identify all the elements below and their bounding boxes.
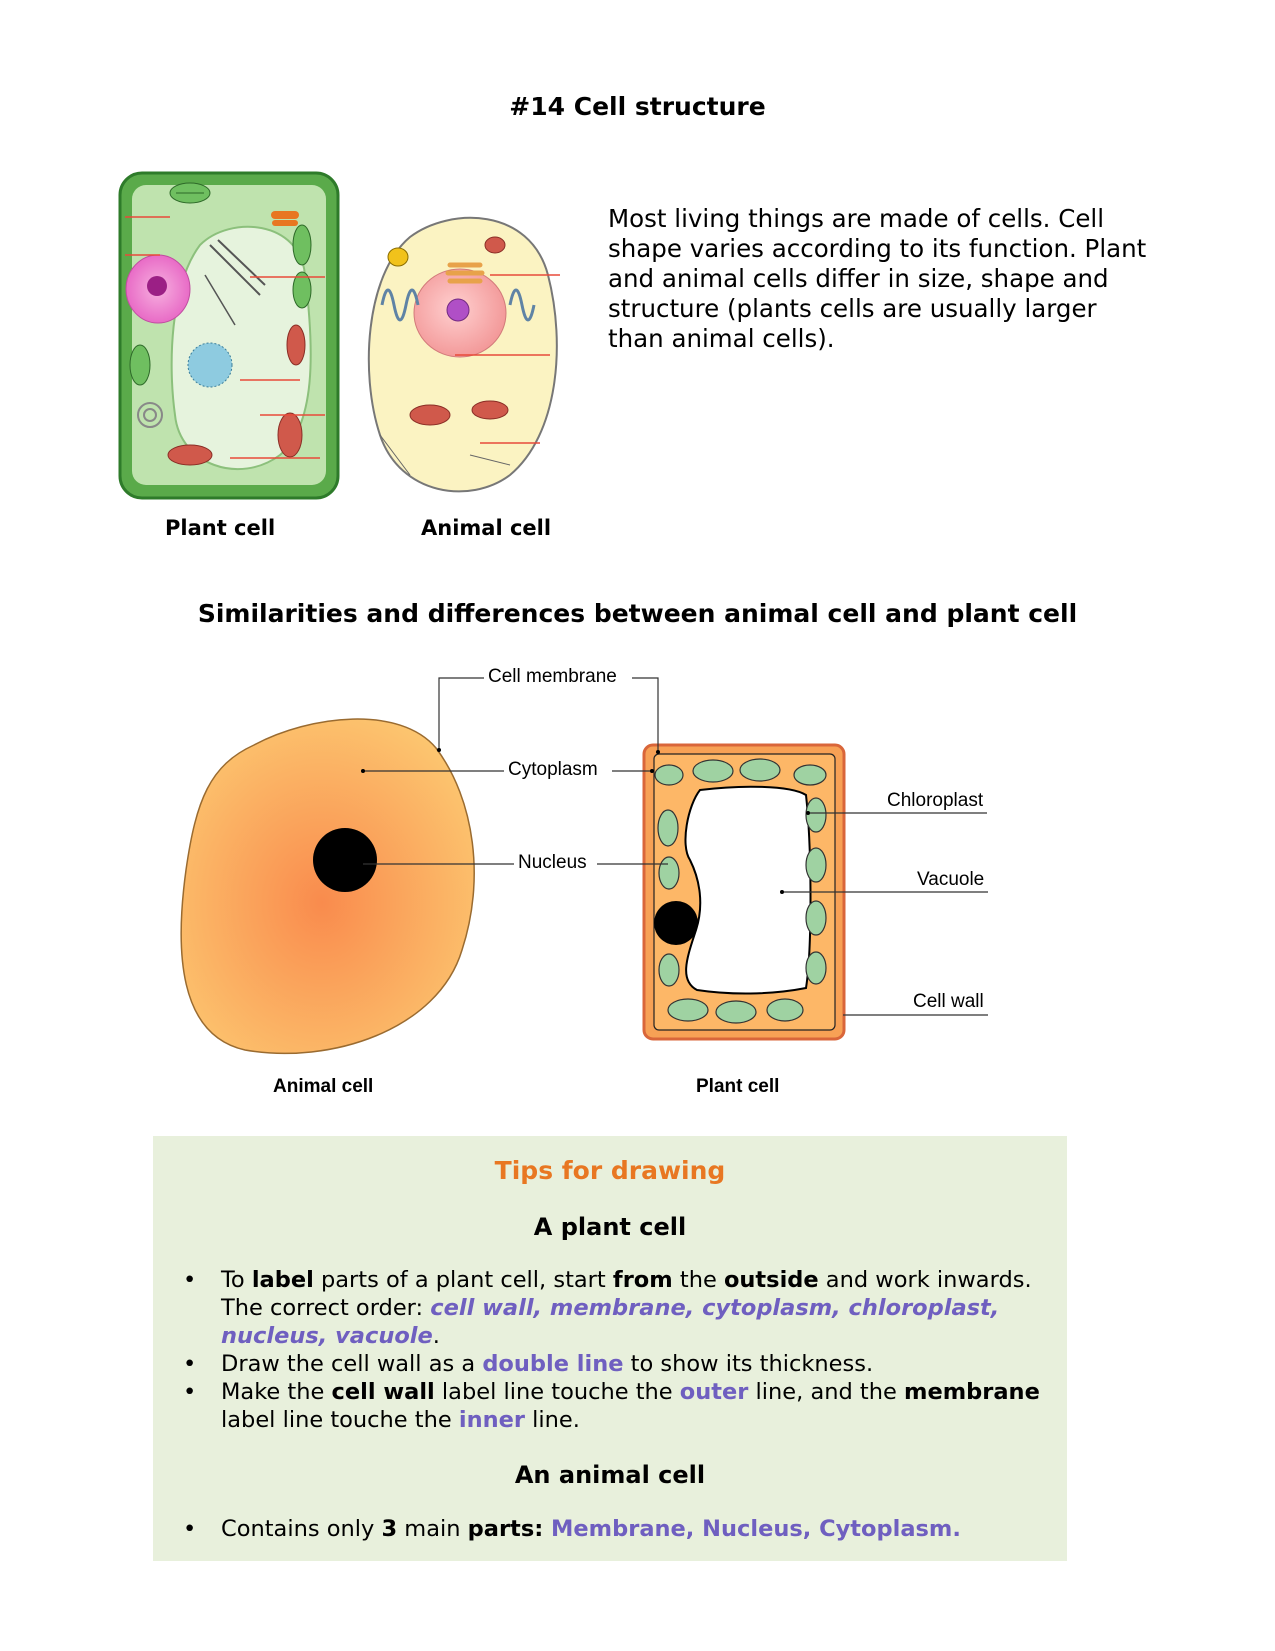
- animal-nucleus: [313, 828, 377, 892]
- tip-text: 3: [381, 1516, 397, 1542]
- plant-vacuole: [685, 787, 810, 994]
- tip-text: outer: [680, 1379, 749, 1405]
- tip-item: To label parts of a plant cell, start fr…: [183, 1266, 1053, 1350]
- plant-cell-caption-2: Plant cell: [696, 1076, 779, 1098]
- animal-cell-illustration: [369, 218, 560, 492]
- animal-tips-list: Contains only 3 main parts: Membrane, Nu…: [183, 1515, 1053, 1543]
- intro-paragraph: Most living things are made of cells. Ce…: [608, 204, 1148, 354]
- tip-text: Membrane, Nucleus, Cytoplasm.: [543, 1516, 961, 1542]
- tip-text: the: [673, 1267, 724, 1293]
- tip-text: parts of a plant cell, start: [314, 1267, 613, 1293]
- tip-text: To: [221, 1267, 252, 1293]
- tip-text: to show its thickness.: [624, 1351, 874, 1377]
- labelled-cell-diagram: [0, 650, 1275, 1100]
- tip-text: Make the: [221, 1379, 332, 1405]
- tip-text: label: [252, 1267, 314, 1293]
- plant-cell-caption: Plant cell: [165, 516, 275, 540]
- plant-cell-illustration: [120, 173, 338, 498]
- label-cell-wall: Cell wall: [913, 991, 984, 1013]
- tip-text: inner: [459, 1407, 525, 1433]
- tip-item: Draw the cell wall as a double line to s…: [183, 1350, 1053, 1378]
- tip-item: Contains only 3 main parts: Membrane, Nu…: [183, 1515, 1053, 1543]
- tip-text: main: [397, 1516, 468, 1542]
- label-vacuole: Vacuole: [917, 869, 984, 891]
- tip-text: parts:: [468, 1516, 544, 1542]
- plant-tips-list: To label parts of a plant cell, start fr…: [183, 1266, 1053, 1434]
- label-cytoplasm: Cytoplasm: [508, 759, 598, 781]
- tip-text: from: [613, 1267, 673, 1293]
- label-nucleus: Nucleus: [518, 852, 587, 874]
- tip-text: Contains only: [221, 1516, 381, 1542]
- label-cell-membrane: Cell membrane: [488, 666, 617, 688]
- label-chloroplast: Chloroplast: [887, 790, 983, 812]
- page-title: #14 Cell structure: [0, 92, 1275, 121]
- tip-text: membrane: [904, 1379, 1040, 1405]
- cell-illustrations: [110, 165, 590, 550]
- tip-text: .: [433, 1323, 440, 1349]
- tip-text: Draw the cell wall as a: [221, 1351, 482, 1377]
- animal-cell-caption: Animal cell: [421, 516, 551, 540]
- tip-text: outside: [724, 1267, 819, 1293]
- section-heading: Similarities and differences between ani…: [0, 599, 1275, 628]
- tip-text: cell wall: [332, 1379, 435, 1405]
- tips-title: Tips for drawing: [153, 1156, 1067, 1185]
- tip-text: label line touche the: [221, 1407, 459, 1433]
- animal-tips-heading: An animal cell: [153, 1461, 1067, 1489]
- animal-cell-caption-2: Animal cell: [273, 1076, 373, 1098]
- plant-tips-heading: A plant cell: [153, 1213, 1067, 1241]
- tips-box: Tips for drawing A plant cell To label p…: [153, 1136, 1067, 1561]
- tip-text: line, and the: [748, 1379, 904, 1405]
- tip-text: label line touche the: [435, 1379, 680, 1405]
- tip-text: double line: [482, 1351, 623, 1377]
- plant-nucleus: [654, 901, 698, 945]
- tip-item: Make the cell wall label line touche the…: [183, 1378, 1053, 1434]
- tip-text: line.: [525, 1407, 580, 1433]
